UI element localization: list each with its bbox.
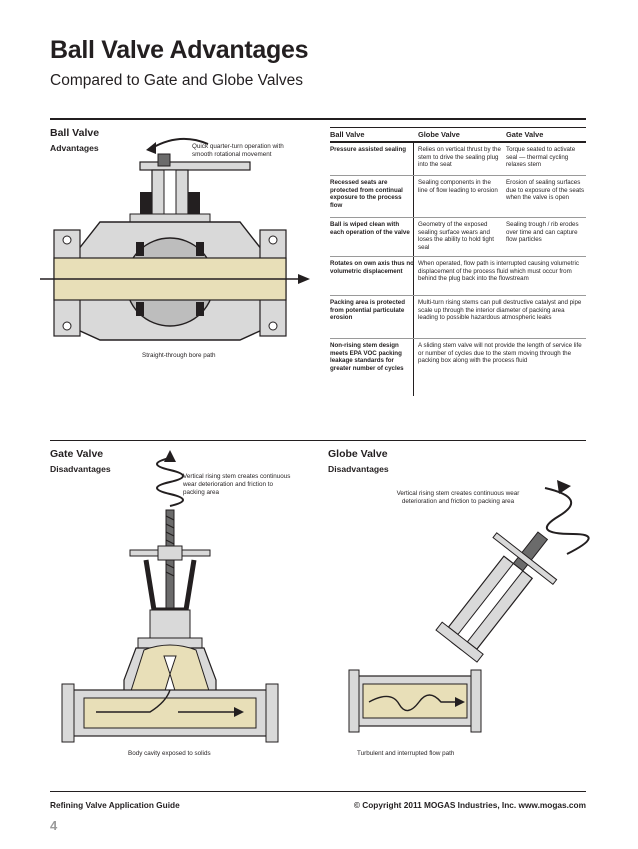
globe-section-subtitle: Disadvantages [328, 464, 389, 474]
gate-callout-stem: Vertical rising stem creates continuous … [183, 473, 291, 496]
rotation-arrow-icon [151, 137, 209, 149]
globe-callout-flow: Turbulent and interrupted flow path [357, 750, 455, 757]
footer-rule [50, 791, 586, 792]
section-rule [50, 440, 586, 441]
rising-stem-spiral-icon [544, 487, 590, 555]
footer-guide-title: Refining Valve Application Guide [50, 800, 180, 810]
table-header-gate: Gate Valve [506, 130, 544, 139]
page-number: 4 [50, 818, 58, 833]
ball-callout-quarter-turn: Quick quarter-turn operation with smooth… [192, 143, 284, 158]
globe-section-title: Globe Valve [328, 448, 388, 460]
gate-section-subtitle: Disadvantages [50, 464, 111, 474]
gate-callout-cavity: Body cavity exposed to solids [128, 750, 211, 757]
ball-callout-bore: Straight-through bore path [142, 352, 216, 359]
gate-section-title: Gate Valve [50, 448, 104, 460]
header-rule [50, 118, 586, 120]
table-header-globe: Globe Valve [418, 130, 460, 139]
globe-valve-illustration [348, 480, 590, 733]
page-subtitle: Compared to Gate and Globe Valves [50, 72, 304, 89]
table-divider [413, 143, 414, 396]
ball-section-title: Ball Valve [50, 127, 100, 139]
ball-section-subtitle: Advantages [50, 143, 99, 153]
table-header-ball: Ball Valve [330, 130, 365, 139]
globe-callout-stem: Vertical rising stem creates continuous … [396, 490, 520, 505]
rising-stem-spiral-icon [156, 457, 184, 507]
footer-copyright: © Copyright 2011 MOGAS Industries, Inc. … [353, 800, 586, 810]
page-title: Ball Valve Advantages [50, 36, 309, 64]
gate-valve-illustration [61, 450, 279, 743]
ball-valve-illustration [40, 137, 310, 341]
